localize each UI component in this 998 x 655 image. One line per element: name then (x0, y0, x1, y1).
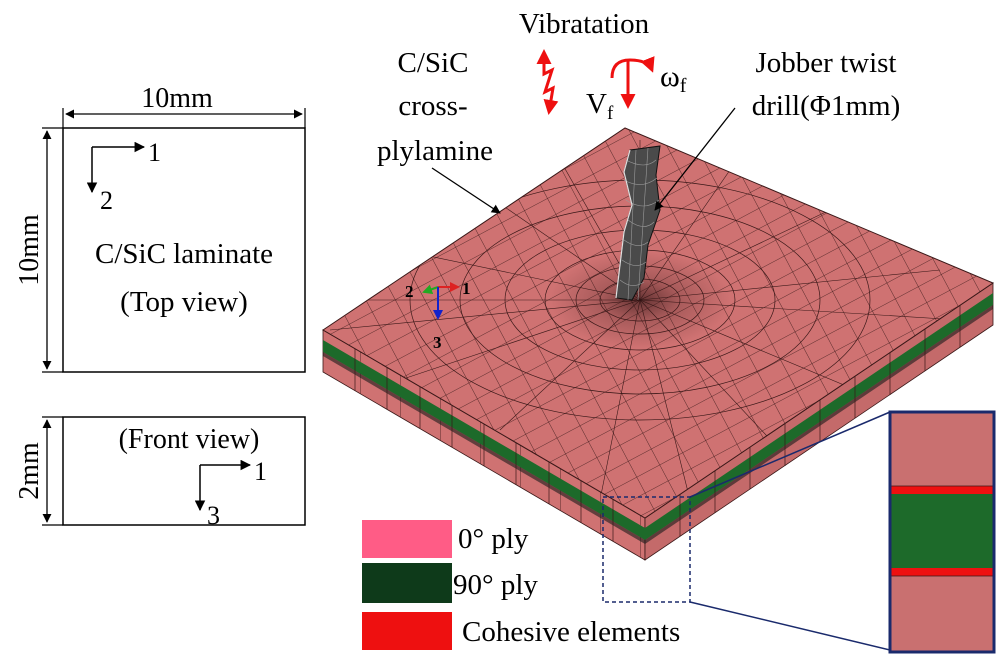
rotation-arrow (610, 56, 655, 79)
legend-swatch-90-ply (362, 563, 452, 603)
laminate-label-line1: C/SiC (398, 47, 469, 79)
width-label: 10mm (141, 83, 213, 114)
front-view-title: (Front view) (119, 424, 260, 455)
top-view-rect (62, 127, 306, 373)
model-axis-1-label: 1 (462, 279, 471, 298)
top-axis-1-label: 1 (148, 138, 161, 167)
top-view-title-line2: (Top view) (120, 286, 248, 318)
front-axis-3-label: 3 (207, 501, 220, 530)
inset-cohesive-bottom (890, 568, 994, 576)
front-height-label: 2mm (14, 442, 45, 500)
model-axis-triad: 1 2 3 (405, 279, 471, 352)
front-view-rect (62, 416, 306, 526)
top-view-title-line1: C/SiC laminate (95, 238, 273, 270)
top-axis-2-label: 2 (100, 186, 113, 215)
front-axis-1-label: 1 (254, 457, 267, 486)
laminate-leader-line (431, 167, 501, 214)
laminate-3d-model: 1 2 3 (322, 107, 995, 561)
laminate-label-line3: plylamine (377, 135, 493, 167)
zoom-line-top (689, 411, 891, 498)
feed-symbol: Vf (586, 88, 614, 124)
inset-cohesive-top (890, 486, 994, 494)
vibration-label: Vibratation (519, 8, 650, 40)
mesh-refinement (329, 140, 961, 501)
inset-ply-90 (890, 494, 994, 568)
jobber-twist-drill (615, 145, 661, 301)
legend-swatch-cohesive (362, 612, 452, 650)
model-axis-2-label: 2 (405, 282, 414, 301)
ply-90-band-right (645, 293, 993, 540)
zoom-line-bottom (689, 601, 891, 651)
laminate-label-line2: cross- (398, 90, 467, 122)
drill-label-line2: drill(Φ1mm) (752, 90, 900, 122)
legend-label-90-ply: 90° ply (453, 569, 538, 601)
zoom-inset (888, 410, 996, 654)
legend-label-cohesive: Cohesive elements (462, 616, 680, 648)
top-view-diagram: 10mm 10mm 1 2 C/SiC laminate (Top view) (14, 83, 306, 373)
height-label: 10mm (14, 214, 45, 286)
rotation-symbol: ωf (660, 60, 687, 97)
zoom-source-box (602, 496, 691, 603)
legend: 0° ply 90° ply Cohesive elements (362, 520, 680, 650)
front-view-diagram: 2mm (Front view) 1 3 (14, 416, 306, 530)
vibration-arrow (536, 49, 559, 115)
drill-label-line1: Jobber twist (756, 47, 897, 79)
drill-leader-line (654, 107, 736, 211)
model-axis-3-label: 3 (433, 333, 442, 352)
legend-swatch-0-ply (362, 520, 452, 558)
legend-label-0-ply: 0° ply (458, 523, 529, 555)
